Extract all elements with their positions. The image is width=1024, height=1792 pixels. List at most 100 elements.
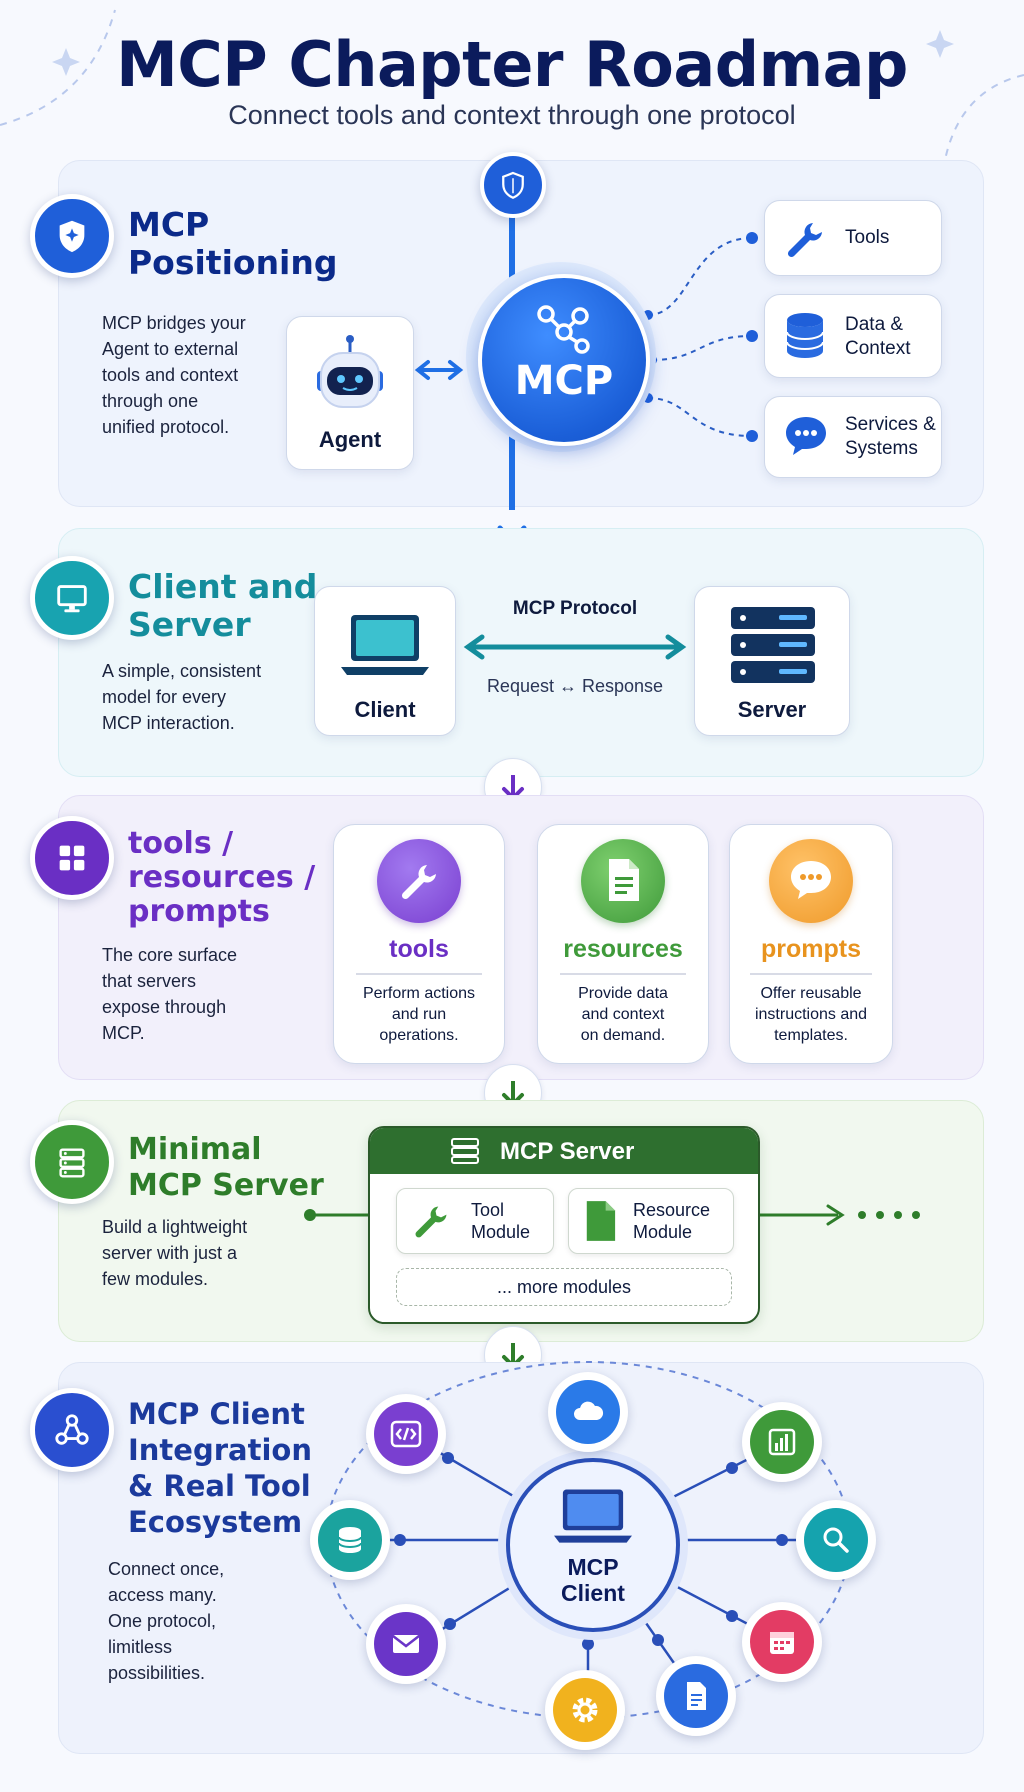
ecosystem-node-code (366, 1394, 446, 1474)
target-card-data: Data & Context (764, 294, 942, 378)
section5-description: Connect once, access many. One protocol,… (108, 1559, 225, 1683)
section5-title-line1: MCP Client (128, 1397, 305, 1431)
bidirectional-arrow (463, 634, 687, 660)
server-rack-icon (731, 607, 815, 683)
section3-title-line1: tools / (128, 826, 234, 861)
shield-icon (59, 220, 85, 253)
section3-title-line3: prompts (128, 894, 270, 929)
section4-title-line1: Minimal (128, 1132, 262, 1167)
chart-icon (768, 1428, 796, 1456)
agent-card: Agent (286, 316, 414, 470)
grid-icon (59, 845, 85, 871)
tool-module: Tool Module (396, 1188, 554, 1254)
section4-title-line2: MCP Server (128, 1168, 324, 1203)
network-icon (55, 1414, 89, 1445)
mcp-hub-label: MCP (514, 358, 614, 404)
mcp-protocol-label: MCP Protocol (512, 598, 638, 619)
shield-icon (502, 171, 524, 199)
primitive-card-prompts: prompts Offer reusable instructions and … (729, 824, 893, 1064)
ecosystem-node-cloud (548, 1372, 628, 1452)
mcp-client-label: MCP Client (561, 1554, 625, 1606)
laptop-icon (341, 615, 429, 675)
client-label: Client (354, 697, 416, 722)
ecosystem-node-calendar (742, 1602, 822, 1682)
resources-card-title: resources (563, 935, 683, 963)
section2-description: A simple, consistent model for every MCP… (102, 661, 262, 733)
ecosystem-node-search (796, 1500, 876, 1580)
mcp-client-hub: MCP Client (506, 1458, 680, 1632)
wrench-icon (415, 1206, 447, 1238)
server-label: Server (737, 697, 807, 722)
section3-title-line2: resources / (128, 860, 316, 895)
mcp-server-box: MCP Server Tool Module Resource Module .… (368, 1126, 760, 1324)
section1-title-line2: Positioning (128, 243, 338, 282)
shield-badge (30, 194, 114, 278)
section1-title-line1: MCP (128, 205, 210, 244)
chat-bubble-icon (791, 861, 831, 899)
tools-icon-circle (377, 839, 461, 923)
monitor-icon (57, 585, 87, 613)
section2-title-line1: Client and (128, 567, 318, 606)
cloud-icon (574, 1401, 604, 1420)
document-icon (609, 859, 639, 901)
agent-label: Agent (318, 427, 382, 452)
server-card: Server (694, 586, 850, 736)
more-modules: ... more modules (396, 1268, 732, 1306)
document-icon (687, 1682, 706, 1710)
search-icon (823, 1527, 849, 1553)
target-card-tools: Tools (764, 200, 942, 276)
tools-card-title: tools (389, 935, 449, 963)
wrench-icon (787, 223, 822, 258)
request-response-label: Request ↔ Response (486, 676, 664, 696)
section2-title-line2: Server (128, 605, 251, 644)
ecosystem-node-chart (742, 1402, 822, 1482)
server-badge (30, 1120, 114, 1204)
section1-description: MCP bridges your Agent to external tools… (102, 313, 246, 437)
network-badge (30, 1388, 114, 1472)
server-stack-icon (59, 1148, 85, 1178)
resources-icon-circle (581, 839, 665, 923)
target-services-label: Services & Systems (845, 414, 936, 459)
section5-title-line2: Integration (128, 1433, 312, 1467)
section5-title-line3: & Real Tool (128, 1469, 311, 1503)
divider (356, 973, 482, 975)
resources-card-desc: Provide data and context on demand. (578, 985, 668, 1044)
grid-badge (30, 816, 114, 900)
mail-icon (392, 1635, 420, 1653)
target-data-label: Data & Context (845, 314, 911, 359)
monitor-badge (30, 556, 114, 640)
calendar-icon (770, 1632, 794, 1654)
top-shield-node (480, 152, 546, 218)
background-decoration (0, 9, 1024, 161)
primitive-card-tools: tools Perform actions and run operations… (333, 824, 505, 1064)
ecosystem-node-database (310, 1500, 390, 1580)
ecosystem-node-gear (545, 1670, 625, 1750)
document-icon (586, 1201, 616, 1241)
chat-bubble-icon (786, 417, 826, 455)
database-icon (338, 1527, 362, 1553)
target-tools-label: Tools (845, 227, 890, 248)
page-title: MCP Chapter Roadmap (116, 28, 908, 101)
gear-icon (572, 1697, 598, 1723)
tools-card-desc: Perform actions and run operations. (362, 985, 476, 1044)
section4-description: Build a lightweight server with just a f… (102, 1217, 248, 1289)
mcp-server-header: MCP Server (370, 1128, 758, 1174)
wrench-icon (401, 865, 436, 900)
ecosystem-node-mail (366, 1604, 446, 1684)
section3-description: The core surface that servers expose thr… (102, 945, 238, 1043)
ecosystem-node-document (656, 1656, 736, 1736)
prompts-icon-circle (769, 839, 853, 923)
page-subtitle: Connect tools and context through one pr… (228, 100, 796, 130)
target-card-services: Services & Systems (764, 396, 942, 478)
divider (750, 973, 872, 975)
client-card: Client (314, 586, 456, 736)
mcp-hub: MCP (478, 274, 650, 446)
section5-title-line4: Ecosystem (128, 1505, 303, 1539)
robot-icon (317, 335, 383, 408)
database-icon (786, 313, 824, 358)
mcp-server-title: MCP Server (500, 1138, 635, 1165)
resource-module: Resource Module (568, 1188, 734, 1254)
laptop-icon (554, 1489, 632, 1543)
divider (560, 973, 686, 975)
prompts-card-title: prompts (761, 935, 861, 963)
